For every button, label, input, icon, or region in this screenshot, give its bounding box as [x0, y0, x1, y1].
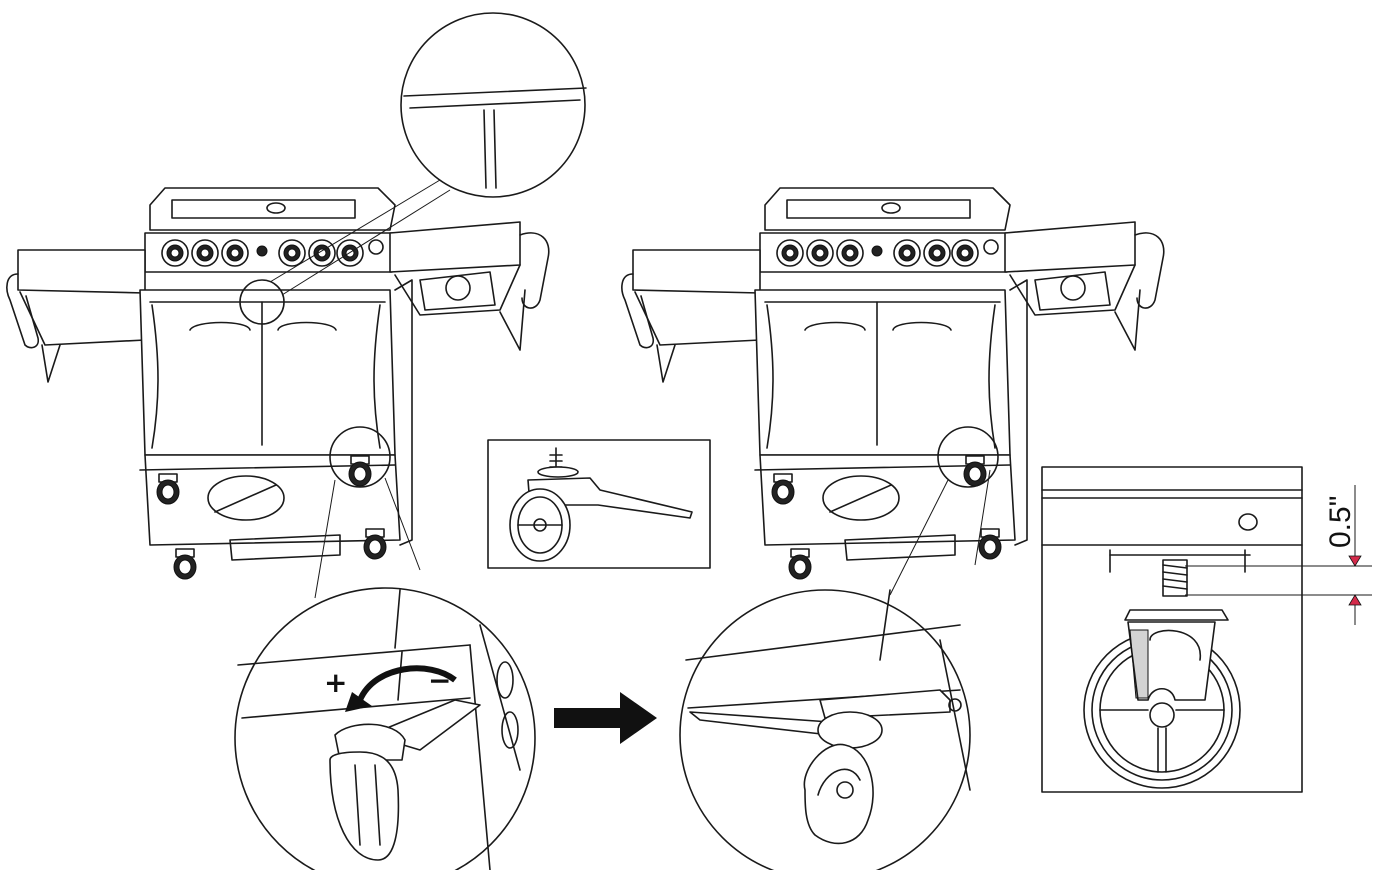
grill-right — [622, 188, 1164, 579]
zoom-detail-top — [239, 12, 587, 325]
grill-left — [7, 188, 549, 579]
caster-detail-box — [487, 439, 711, 569]
height-detail-box: 0.5" — [1041, 466, 1372, 793]
dimension-label: 0.5" — [1324, 496, 1357, 548]
plus-label: + — [324, 666, 347, 699]
zoom-detail-adjust: + − — [234, 426, 536, 870]
minus-label: − — [428, 664, 451, 697]
right-arrow-icon — [554, 692, 657, 744]
zoom-detail-locked — [679, 426, 999, 870]
